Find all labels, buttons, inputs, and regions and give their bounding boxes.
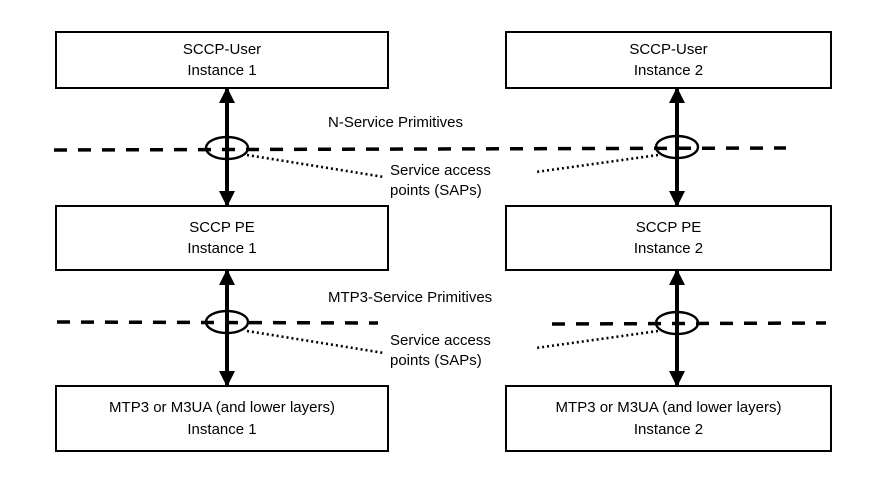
sap-ellipse-lower-instance-2 [654,310,700,336]
box-title: SCCP-User [182,40,262,58]
arrow-pe-mtp3-instance-1 [219,269,235,387]
box-sccp-pe-instance-1: SCCP PE Instance 1 [55,205,389,271]
dashed-boundary-line-lower-right [551,321,827,326]
dashed-boundary-line-lower-left [56,320,379,325]
box-title: MTP3 or M3UA (and lower layers) [555,399,782,417]
sap-ellipse-lower-instance-1 [204,309,250,335]
box-subtitle: Instance 1 [187,240,257,257]
dotted-leader-lower-left [246,329,385,355]
arrow-pe-mtp3-instance-2 [669,269,685,387]
box-subtitle: Instance 1 [187,62,257,79]
sap-ellipse-upper-instance-1 [204,135,250,161]
dotted-leader-upper-right [535,153,659,174]
label-service-access-points-lower: Service access points (SAPs) [390,331,491,370]
arrow-user-pe-instance-2 [669,87,685,207]
box-sccp-pe-instance-2: SCCP PE Instance 2 [505,205,832,271]
box-mtp3-instance-2: MTP3 or M3UA (and lower layers) Instance… [505,385,832,452]
sap-ellipse-upper-instance-2 [654,134,700,160]
box-subtitle: Instance 2 [633,420,704,438]
label-line-2: points (SAPs) [390,181,482,199]
box-sccp-user-instance-1: SCCP-User Instance 1 [55,31,389,89]
label-line-2: points (SAPs) [390,351,482,369]
dotted-leader-upper-left [246,153,385,179]
box-title: MTP3 or M3UA (and lower layers) [109,399,335,417]
dotted-leader-lower-right [535,329,659,350]
box-title: SCCP PE [189,218,255,236]
label-service-access-points-upper: Service access points (SAPs) [390,161,491,200]
dashed-boundary-line-upper [53,146,787,152]
label-line-1: Service access [390,332,491,349]
label-n-service-primitives: N-Service Primitives [328,114,464,131]
label-line-1: Service access [390,162,491,179]
box-title: SCCP PE [635,218,702,236]
box-sccp-user-instance-2: SCCP-User Instance 2 [505,31,832,89]
label-mtp3-service-primitives: MTP3-Service Primitives [328,289,493,306]
box-subtitle: Instance 1 [187,420,257,438]
box-mtp3-instance-1: MTP3 or M3UA (and lower layers) Instance… [55,385,389,452]
box-title: SCCP-User [629,40,708,58]
arrow-user-pe-instance-1 [219,87,235,207]
box-subtitle: Instance 2 [633,240,704,257]
box-subtitle: Instance 2 [633,62,704,79]
